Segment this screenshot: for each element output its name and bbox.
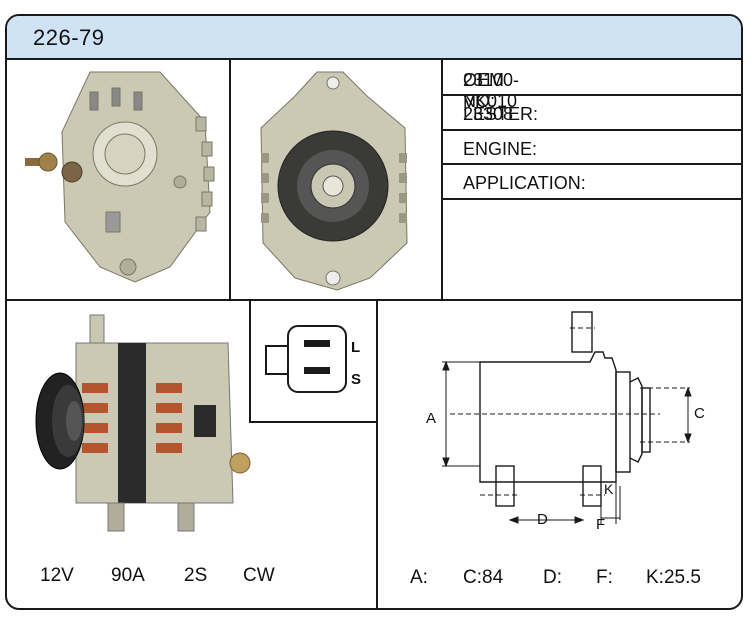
connector-pin-S: S <box>351 371 362 388</box>
spec-lester: LESTER: 23308 <box>463 104 539 124</box>
dim-label-f: F <box>596 516 606 533</box>
dimension-drawing <box>442 311 692 524</box>
dim-k: K:25.5 <box>646 567 701 588</box>
connector-box-left <box>249 299 251 423</box>
rotation: CW <box>243 565 275 586</box>
alternator-rear-view <box>25 71 215 283</box>
row-divider <box>7 299 741 301</box>
dim-c: C:84 <box>463 567 504 588</box>
lester-value: 23308 <box>463 104 514 124</box>
alternator-side-view <box>35 314 251 532</box>
dim-label-a: A <box>426 410 437 427</box>
dim-a: A: <box>410 567 428 588</box>
spec-oem: OEM NO: 23100-VK010 <box>463 70 520 111</box>
dim-label-d: D <box>537 511 548 528</box>
dim-f: F: <box>596 567 613 588</box>
oem-value: 23100-VK010 <box>463 70 520 111</box>
connector-pin-L: L <box>351 339 361 356</box>
voltage: 12V <box>40 565 74 586</box>
col-divider-bottom <box>376 299 378 608</box>
spec-application: APPLICATION: <box>463 173 586 193</box>
dim-label-k: K <box>604 481 614 497</box>
spec-engine: ENGINE: <box>463 139 538 159</box>
col-divider-2 <box>441 60 443 301</box>
header-bar: 226-79 <box>7 16 741 60</box>
connector-plug <box>265 325 347 393</box>
amperage: 90A <box>111 565 145 586</box>
col-divider-1 <box>229 60 231 301</box>
pulley-grooves: 2S <box>184 565 208 586</box>
alternator-front-view <box>260 71 408 291</box>
dim-label-c: C <box>694 405 705 422</box>
dim-d: D: <box>543 567 562 588</box>
connector-box-bottom <box>249 421 378 423</box>
part-number: 226-79 <box>33 25 105 50</box>
